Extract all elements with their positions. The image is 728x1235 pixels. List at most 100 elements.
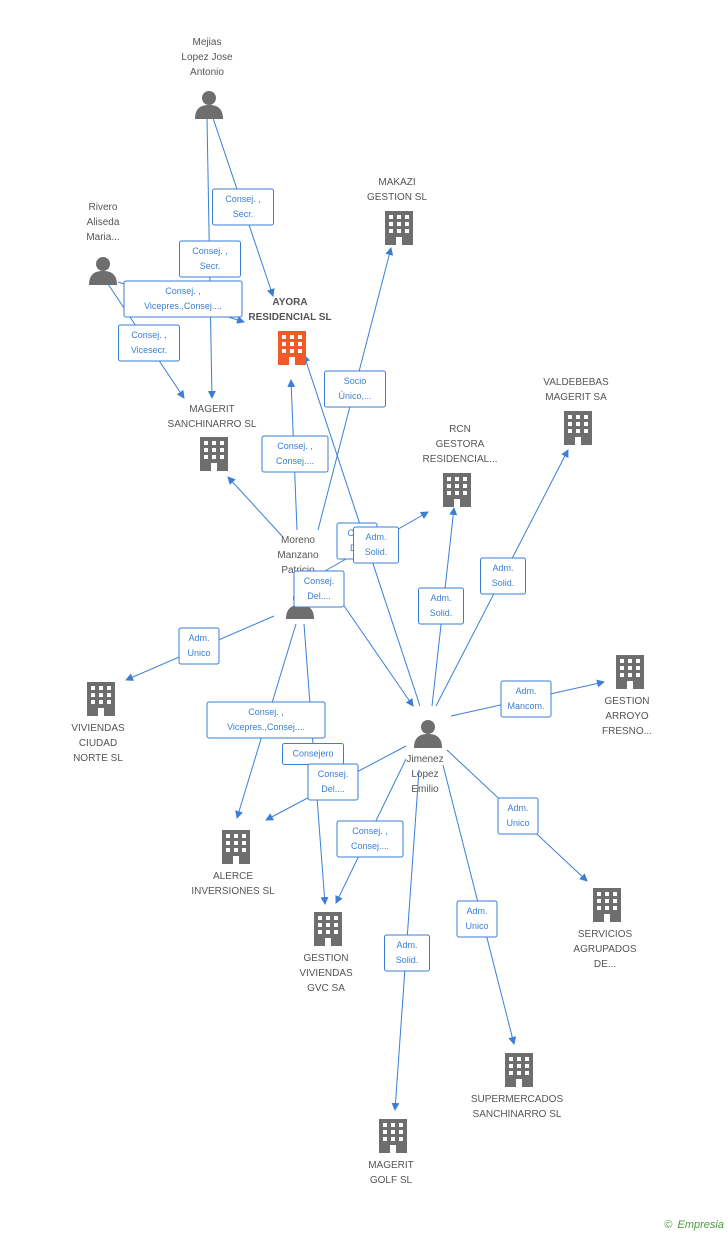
node-valdebebas[interactable]: VALDEBEBAS MAGERIT SA [543, 377, 609, 445]
edge-label[interactable]: Consej.Del.... [307, 763, 359, 801]
edge-label-text: Único,... [338, 391, 371, 401]
node-label: MAGERIT SA [545, 392, 607, 403]
edge-label-text: Solid. [492, 578, 515, 588]
edge-label-box [206, 701, 326, 739]
node-label: MAGERIT [189, 404, 235, 415]
company-building-icon [616, 655, 644, 689]
edge-label-text: Consej. , [225, 194, 261, 204]
edge-label-text: Secr. [200, 261, 221, 271]
edge-label-text: Adm. [515, 686, 536, 696]
edge-label-text: Adm. [365, 532, 386, 542]
edge-label-text: Secr. [233, 209, 254, 219]
node-label: Emilio [411, 784, 439, 795]
node-rivero[interactable]: RiveroAlisedaMaria... [86, 202, 120, 285]
edge-label[interactable]: Consej. ,Secr. [179, 240, 241, 278]
node-label: FRESNO... [602, 726, 652, 737]
edge-moreno-to-magerit_sanchinarro [227, 476, 283, 537]
edge-label[interactable]: Consej. ,Vicesecr. [118, 324, 180, 362]
person-icon [89, 257, 117, 285]
node-label: Moreno [281, 535, 315, 546]
edge-label[interactable]: Consej. , Secr. [212, 188, 274, 226]
node-label: GVC SA [307, 983, 345, 994]
edge-label[interactable]: Consej. , Vicepres.,Consej.... [123, 280, 243, 318]
edge-labels-layer: Consej. ,Secr.Consej. ,Secr.Consej. ,Vic… [118, 188, 552, 972]
edge-label[interactable]: Adm. Unico [497, 797, 539, 835]
edge-label-text: Consej.... [351, 841, 389, 851]
node-label: SERVICIOS [578, 929, 633, 940]
edge-label-box [384, 934, 430, 972]
node-label: INVERSIONES SL [191, 886, 275, 897]
edge-label-text: Consej. , [165, 286, 201, 296]
edge-label[interactable]: Consej.Del.... [293, 570, 345, 608]
node-label: VIVIENDAS [71, 723, 125, 734]
edge-label-text: Consej. , [248, 707, 284, 717]
node-label: Jimenez [406, 754, 443, 765]
edge-label[interactable]: Adm. Solid. [353, 526, 399, 564]
node-gestion_arroyo[interactable]: GESTIONARROYOFRESNO... [602, 655, 652, 737]
main-company-building-icon [278, 331, 306, 365]
edge-label-text: Vicepres.,Consej.... [144, 301, 222, 311]
edge-label-box [212, 188, 274, 226]
edge-label-text: Unico [187, 648, 210, 658]
node-servicios[interactable]: SERVICIOS AGRUPADOS DE... [573, 888, 637, 970]
edge-label[interactable]: Adm.Unico [456, 900, 498, 938]
edge-label-box [118, 324, 180, 362]
edge-label-text: Unico [506, 818, 529, 828]
company-building-icon [593, 888, 621, 922]
edge-label-text: Consej. , [352, 826, 388, 836]
edge-label[interactable]: Adm.Solid. [384, 934, 430, 972]
edge-label-box [293, 570, 345, 608]
edge-label-text: Adm. [507, 803, 528, 813]
node-label: Aliseda [87, 217, 120, 228]
edge-label-text: Consej. [304, 576, 335, 586]
edge-label[interactable]: Consej. , Consej.... [336, 820, 404, 858]
node-label: SANCHINARRO SL [473, 1109, 562, 1120]
edge-label-text: Consej.... [276, 456, 314, 466]
edge-label-box [500, 680, 552, 718]
node-label: CIUDAD [79, 738, 117, 749]
edge-label[interactable]: SocioÚnico,... [324, 370, 386, 408]
edge-label[interactable]: Consej. ,Consej.... [261, 435, 329, 473]
node-label: Maria... [86, 232, 119, 243]
edge-label[interactable]: Consejero [282, 743, 344, 765]
company-building-icon [379, 1119, 407, 1153]
node-label: Manzano [277, 550, 319, 561]
node-label: AYORA [272, 297, 307, 308]
company-building-icon [222, 830, 250, 864]
company-building-icon [87, 682, 115, 716]
edge-label-text: Socio [344, 376, 367, 386]
node-label: Lopez Jose [181, 52, 233, 63]
node-rcn[interactable]: RCNGESTORARESIDENCIAL... [422, 424, 498, 507]
edge-label-text: Del.... [321, 784, 345, 794]
edge-label-text: Solid. [365, 547, 388, 557]
node-label: AGRUPADOS [573, 944, 636, 955]
edge-label[interactable]: Adm.Mancom. [500, 680, 552, 718]
edge-label-box [497, 797, 539, 835]
node-viviendas_ciudad[interactable]: VIVIENDAS CIUDAD NORTE SL [71, 682, 125, 764]
node-label: DE... [594, 959, 616, 970]
edge-label[interactable]: Adm.Solid. [418, 587, 464, 625]
edge-moreno-to-jimenez [339, 599, 414, 707]
edge-label-text: Solid. [430, 608, 453, 618]
edge-label-text: Vicepres.,Consej.... [227, 722, 305, 732]
company-building-icon [385, 211, 413, 245]
edge-label-box [261, 435, 329, 473]
edge-label[interactable]: Adm.Solid. [480, 557, 526, 595]
node-label: NORTE SL [73, 753, 123, 764]
edge-label-box [456, 900, 498, 938]
brand-logo[interactable]: Empresia [677, 1219, 724, 1231]
edge-label-box [480, 557, 526, 595]
company-building-icon [200, 437, 228, 471]
edge-label[interactable]: Consej. , Vicepres.,Consej.... [206, 701, 326, 739]
node-label: VALDEBEBAS [543, 377, 609, 388]
edge-label[interactable]: Adm.Unico [178, 627, 220, 665]
